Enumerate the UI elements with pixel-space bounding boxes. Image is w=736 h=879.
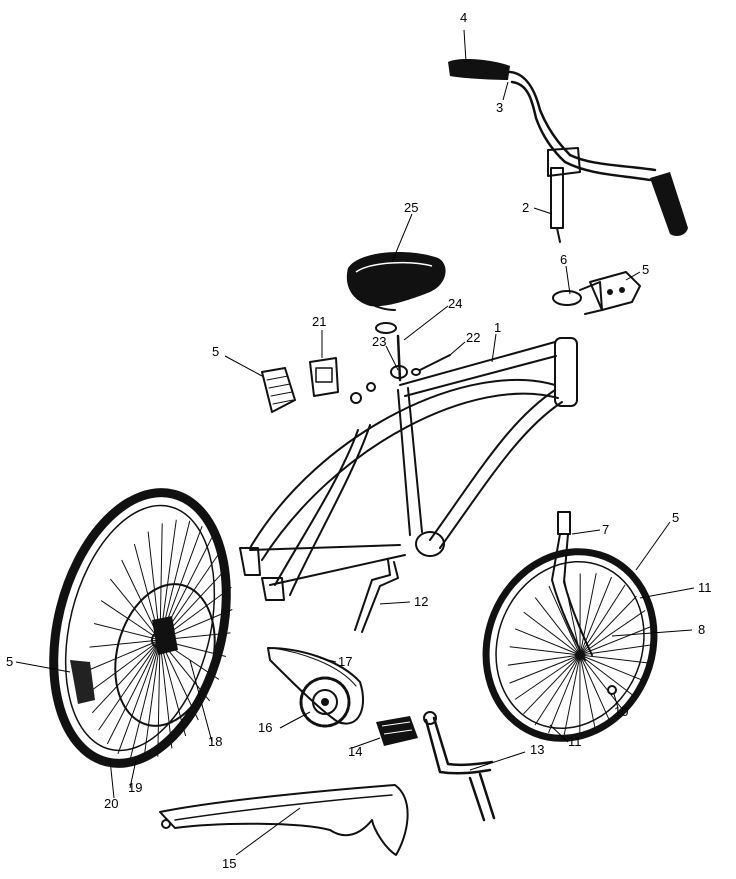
crank-part [423,711,496,822]
wheel-spoke [509,646,581,656]
wheel-spoke [514,654,581,700]
wheel-spoke [509,654,581,684]
wheel-spoke [514,628,581,656]
frame-part [239,337,578,601]
wheel-spoke [579,595,637,656]
wheel-spoke [548,585,581,656]
wheel-spoke [534,597,581,656]
callout-5-rear-reflector: 5 [212,344,219,359]
chain-guard-part [267,647,364,725]
wheel-spoke [548,654,581,734]
wheel-spoke [93,623,161,641]
callout-18: 18 [208,734,222,749]
wheel-spoke [523,654,581,715]
wheel-spoke [159,639,187,737]
wheel-spoke [129,639,161,760]
callout-3: 3 [496,100,503,115]
wheel-spoke [579,654,612,725]
callout-8: 8 [698,622,705,637]
headset-bracket-part [552,281,603,315]
callout-5-fork: 5 [672,510,679,525]
callout-6: 6 [560,252,567,267]
wheel-spoke [579,654,626,713]
wheel-spoke [579,654,597,733]
callout-25: 25 [404,200,418,215]
wheel-spoke [579,654,637,699]
wheel-spoke [523,611,581,656]
wheel-spoke [89,639,161,648]
reflector-bracket-part [309,357,339,397]
handlebar-grip-right [650,172,688,236]
callout-23: 23 [372,334,386,349]
wheel-spoke [117,639,161,754]
callout-1: 1 [494,320,501,335]
callout-14: 14 [348,744,362,759]
callout-11-upper: 11 [698,580,712,595]
wheel-spoke [98,639,161,731]
wheel-spoke [579,644,653,656]
callout-24: 24 [448,296,462,311]
wheel-spoke [579,576,612,656]
chainring-part [299,676,351,728]
callout-7: 7 [602,522,609,537]
wheel-spoke [106,639,161,745]
pedal-part [376,716,418,746]
rear-wheel-part [49,488,233,768]
callout-12: 12 [414,594,428,609]
leader-lines [15,29,695,856]
wheel-spoke [143,639,161,761]
wheel-spoke [579,654,651,664]
callout-5-wheel: 5 [6,654,13,669]
wheel-spoke [579,654,646,682]
front-wheel-part [482,548,658,742]
callout-22: 22 [466,330,480,345]
callout-13: 13 [530,742,544,757]
fender-part [159,784,409,856]
wheel-spoke [563,577,581,656]
wheel-spoke [579,573,597,656]
seat-bolt-part [350,354,451,404]
kickstand-part [354,559,399,633]
callout-17: 17 [338,654,352,669]
wheel-spoke [534,654,581,726]
wheel-spoke [579,584,626,656]
wheel-spoke [159,639,173,749]
wheel-spoke [157,639,161,757]
callout-4: 4 [460,10,467,25]
callout-21: 21 [312,314,326,329]
wheel-spoke [563,654,581,737]
stem-part [547,147,581,243]
callout-11-lower: 11 [568,734,582,749]
seat-post-part [375,322,408,382]
saddle-part [346,252,446,311]
rear-reflector-part [261,367,296,413]
front-reflector-part [589,271,641,311]
handlebar-part [503,70,657,182]
wheel-spoke [88,639,161,694]
callout-10: 10 [614,704,628,719]
callout-2: 2 [522,200,529,215]
handlebar-grip-left [448,59,510,80]
wheel-spoke [579,610,646,656]
callout-19: 19 [128,780,142,795]
wheel-spoke [110,578,161,641]
wheel-spoke [507,654,581,666]
callout-labels: 4 3 2 25 6 5 24 21 22 1 23 5 7 5 11 12 8… [6,10,712,871]
callout-16: 16 [258,720,272,735]
wheel-spoke [579,626,651,656]
callout-20: 20 [104,796,118,811]
wheel-spoke [87,639,161,671]
callout-5-headset: 5 [642,262,649,277]
wheel-spoke [91,639,161,714]
wheel-spoke [100,600,161,641]
callout-15: 15 [222,856,236,871]
